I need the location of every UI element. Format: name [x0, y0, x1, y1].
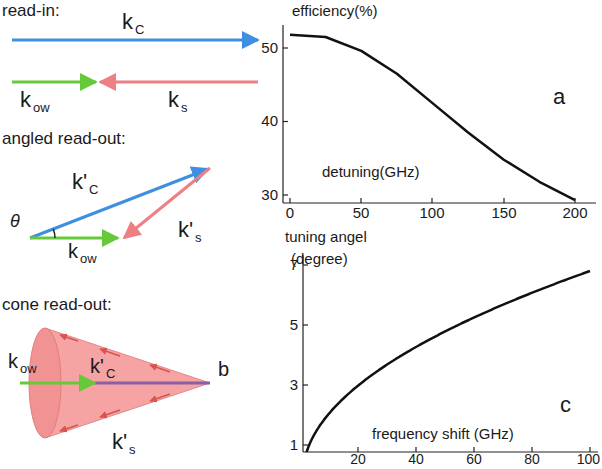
wave-vector: k [168, 88, 179, 112]
wave-vector: k' [178, 218, 193, 242]
tick-label: 150 [491, 205, 516, 222]
kow-arrow [20, 382, 95, 385]
cone-wave-arrow [100, 410, 120, 417]
tick-label: 30 [261, 187, 278, 204]
tick-label: 50 [261, 40, 278, 57]
panel-letter: c [560, 393, 571, 417]
tick-label: 50 [353, 205, 370, 222]
tick-label: 100 [419, 205, 444, 222]
axis-title: frequency shift (GHz) [372, 426, 514, 443]
efficiency-curve [290, 35, 575, 200]
panel-letter: b [218, 358, 229, 380]
wave-vector: k [122, 10, 133, 34]
subscript: s [195, 231, 202, 245]
cone-wave-arrow [100, 349, 120, 356]
subscript: s [181, 101, 188, 115]
tick-label: 20 [350, 452, 366, 467]
panel-heading: angled read-out: [2, 130, 126, 149]
axis-title: (degree) [291, 251, 348, 268]
angle-symbol: θ [10, 212, 20, 232]
axis-title: detuning(GHz) [322, 164, 420, 181]
panel-heading: cone read-out: [2, 296, 112, 315]
wave-vector: k' [112, 430, 127, 454]
kow-arrow [30, 237, 118, 240]
tick-label: 3 [290, 377, 298, 394]
cone-wave-arrow [60, 425, 78, 431]
subscript: C [135, 23, 144, 37]
wave-vector: k [68, 240, 78, 262]
angle-arc [53, 229, 55, 238]
cone-wave-arrow [150, 394, 170, 401]
ks-prime-arrow [124, 168, 210, 238]
axis-title: efficiency(%) [292, 3, 378, 20]
subscript: ow [80, 252, 97, 266]
cone-wave-arrow [150, 365, 170, 372]
wave-vector: k' [72, 170, 87, 194]
tick-label: 60 [466, 452, 482, 467]
tick-label: 40 [261, 113, 278, 130]
tick-label: 5 [290, 317, 298, 334]
tick-label: 7 [290, 257, 298, 274]
tuning-angle-curve [303, 271, 590, 452]
kc-arrow [12, 39, 258, 42]
kow-arrow [12, 81, 96, 84]
wave-vector: k [20, 88, 31, 112]
wave-vector: k [8, 350, 18, 372]
wave-vector: k' [90, 355, 104, 377]
axis-title: tuning angel [285, 229, 367, 246]
tick-label: 40 [408, 452, 424, 467]
subscript: C [89, 183, 98, 197]
panel-heading: read-in: [2, 2, 60, 21]
kc-prime-axis [95, 382, 210, 385]
panel-letter: a [553, 85, 565, 109]
tick-label: 1 [290, 437, 298, 454]
subscript: ow [20, 362, 37, 376]
subscript: ow [33, 101, 50, 115]
subscript: C [106, 367, 115, 381]
tick-label: 100 [577, 452, 600, 467]
subscript: s [129, 443, 136, 457]
tick-label: 200 [562, 205, 587, 222]
cone-wave-arrow [60, 335, 78, 341]
tick-label: 0 [286, 205, 294, 222]
tick-label: 80 [524, 452, 540, 467]
plot-a-axes [283, 25, 596, 203]
ks-arrow [100, 81, 258, 84]
